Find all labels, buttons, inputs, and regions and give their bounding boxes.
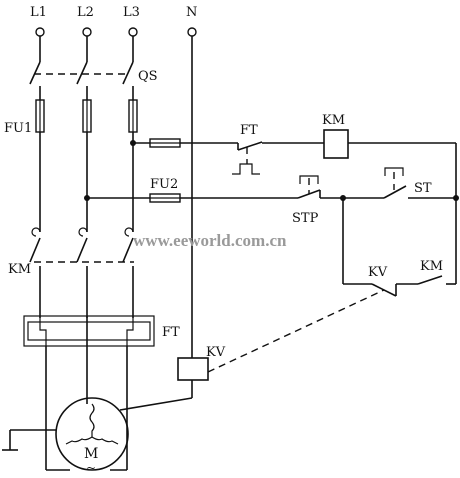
watermark-text: www.eeworld.com.cn	[133, 231, 287, 250]
label-l2: L2	[77, 5, 94, 20]
kv-mechanical-link	[207, 289, 385, 373]
label-km-main: KM	[8, 262, 31, 277]
terminal-l1	[35, 27, 45, 37]
motor	[55, 397, 129, 471]
terminal-n	[187, 27, 197, 37]
ft-thermal-relay	[23, 315, 155, 347]
label-km-aux: KM	[420, 259, 443, 274]
kv-coil	[177, 357, 209, 381]
label-ft-relay: FT	[162, 325, 180, 340]
terminal-l3	[128, 27, 138, 37]
label-st: ST	[414, 181, 432, 196]
label-motor-m: M	[84, 446, 98, 462]
label-qs: QS	[138, 69, 158, 84]
control-rung-lower	[87, 167, 459, 297]
label-fu1: FU1	[4, 121, 32, 136]
label-motor-tilde: ~	[86, 461, 96, 475]
motor-leads	[45, 346, 128, 471]
control-rung-upper	[133, 129, 457, 198]
ground-icon	[2, 429, 56, 451]
neutral-line	[119, 36, 209, 411]
label-kv-contact: KV	[368, 265, 388, 280]
phase-lines-middle	[39, 132, 134, 232]
label-l1: L1	[30, 5, 47, 20]
terminal-l2	[82, 27, 92, 37]
fu1-fuses	[35, 99, 138, 133]
phase-lines-upper	[39, 36, 134, 62]
label-stp: STP	[292, 211, 319, 226]
label-l3: L3	[123, 5, 140, 20]
label-n: N	[186, 5, 197, 20]
qs-isolator-switch	[29, 61, 134, 100]
label-kv-coil: KV	[206, 345, 226, 360]
label-fu2: FU2	[150, 177, 178, 192]
label-km-coil: KM	[322, 113, 345, 128]
km-coil	[323, 129, 349, 159]
motor-circle	[55, 397, 129, 471]
label-ft-contact: FT	[240, 123, 258, 138]
km-main-contacts	[29, 227, 134, 318]
supply-terminals	[35, 27, 197, 37]
